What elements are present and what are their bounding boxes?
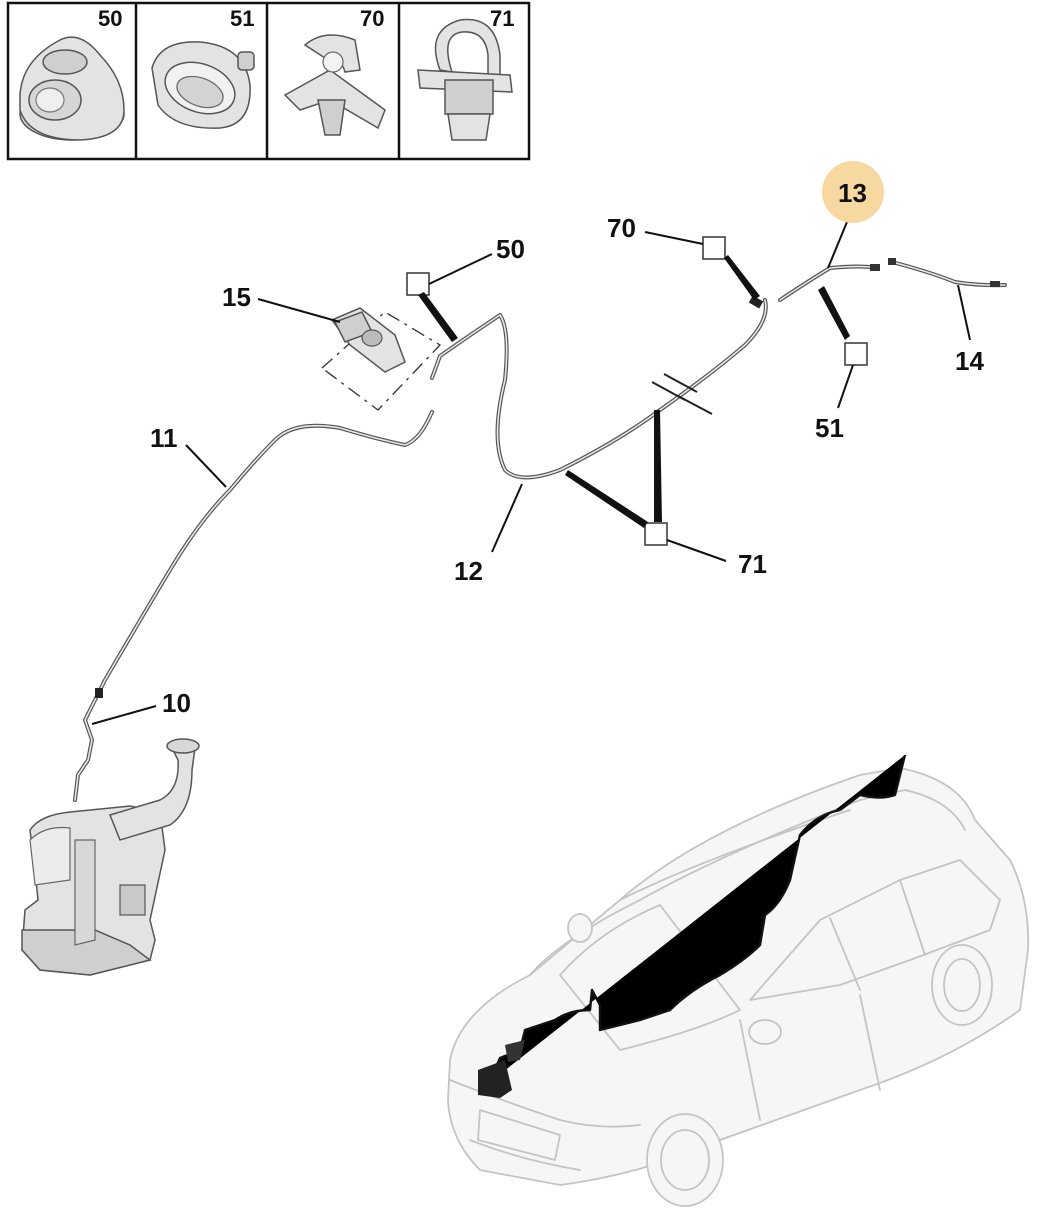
thumb-label-51: 51: [230, 6, 254, 31]
thumb-label-50: 50: [98, 6, 122, 31]
callout-51: 51: [815, 413, 844, 443]
oval-clip-icon: [151, 41, 255, 129]
callout-10: 10: [162, 688, 191, 718]
highlight-circle: [822, 161, 884, 223]
callout-box-50: [406, 272, 430, 296]
callout-13: 13: [838, 178, 867, 208]
thumbnail-strip: 50 51 70 71: [6, 1, 531, 161]
callout-71: 71: [738, 549, 767, 579]
callout-box-70-group: [644, 231, 760, 300]
callout-box-51: [844, 342, 868, 366]
washer-hose-network: [73, 258, 1007, 802]
leader-15: [257, 298, 341, 323]
leader-11: [185, 444, 227, 488]
callout-14: 14: [955, 346, 984, 376]
leader-12: [491, 483, 523, 553]
pipe-clip-icon: [283, 34, 386, 136]
vehicle-locator: [447, 754, 1030, 1207]
callout-11: 11: [150, 423, 178, 453]
callout-box-50-group: [406, 253, 493, 342]
leader-14: [957, 284, 971, 341]
callout-15: 15: [222, 282, 251, 312]
callout-box-51-group: [818, 286, 868, 409]
grommet-icon: [19, 36, 125, 141]
leader-10: [91, 705, 157, 725]
washer-reservoir: [21, 738, 200, 976]
callout-70: 70: [607, 213, 636, 243]
callout-12: 12: [454, 556, 483, 586]
thumb-label-71: 71: [490, 6, 514, 31]
strap-clip-icon: [417, 18, 513, 141]
thumb-label-70: 70: [360, 6, 384, 31]
callout-box-70: [702, 236, 726, 260]
washer-pump: [320, 307, 442, 411]
callout-box-71-group: [565, 410, 727, 562]
callout-50: 50: [496, 234, 525, 264]
callout-box-71: [644, 522, 668, 546]
